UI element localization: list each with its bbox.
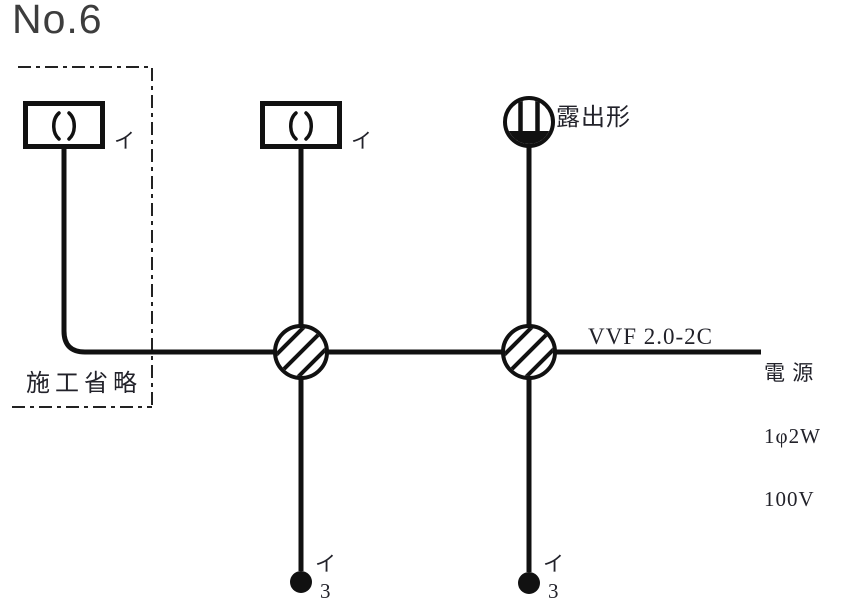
switch-1-way-label: 3: [320, 579, 331, 603]
sheet-number-title: No.6: [12, 0, 103, 42]
power-source-label: 電 源 1φ2W 100V: [764, 321, 821, 552]
joint-box-1-icon: [273, 324, 329, 380]
square-hook-ceiling-2-icon: [260, 101, 342, 149]
ceiling-box-1-label: イ: [114, 129, 135, 153]
power-source-line1: 電 源: [764, 361, 815, 385]
construction-omitted-label: 施工省略: [26, 371, 142, 397]
cable-spec-label: VVF 2.0-2C: [588, 324, 714, 349]
wire-feeder-run: [61, 146, 761, 355]
switch-1-icon: [290, 571, 312, 593]
outlet-exposed-type-label: 露出形: [556, 105, 631, 131]
switch-2-icon: [518, 572, 540, 594]
power-source-line3: 100V: [764, 487, 815, 511]
exposed-outlet-icon: [503, 96, 555, 148]
joint-box-2-icon: [501, 324, 557, 380]
switch-2-circuit-label: イ: [543, 552, 564, 576]
power-source-line2: 1φ2W: [764, 424, 821, 448]
ceiling-box-2-label: イ: [351, 129, 372, 153]
square-hook-ceiling-1-icon: [23, 101, 105, 149]
construction-omitted-boundary: [12, 66, 153, 408]
switch-1-circuit-label: イ: [315, 552, 336, 576]
switch-2-way-label: 3: [548, 579, 559, 603]
